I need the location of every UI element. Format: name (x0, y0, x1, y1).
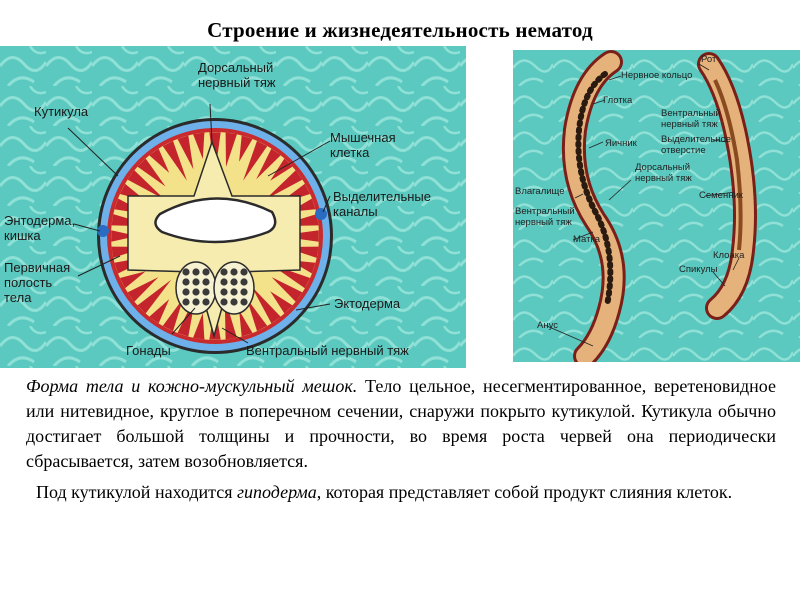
gonad-cell (192, 278, 199, 285)
label-excretory-opening-l2: отверстие (661, 145, 706, 156)
gonad-cell (182, 288, 189, 295)
label-ventral-l1: Вентральный (515, 206, 575, 217)
gonad-cell (240, 288, 247, 295)
gonad-cell (220, 278, 227, 285)
label-primary-l1: Первичная (4, 260, 70, 275)
label-ventral-nerve-l2: нервный тяж (661, 119, 718, 130)
label-gonads: Гонады (126, 343, 171, 358)
gonad-cell (230, 278, 237, 285)
gonad-cell (192, 288, 199, 295)
label-nerve-ring: Нервное кольцо (621, 70, 692, 81)
paragraph-2: Под кутикулой находится гиподерма, котор… (26, 480, 776, 505)
worm-anatomy-illustration: Рот Нервное кольцо Глотка Вентральный не… (513, 50, 800, 362)
gonad-cell (202, 268, 209, 275)
label-anus: Анус (537, 320, 558, 331)
gonad-cell (230, 288, 237, 295)
label-cloaca: Клоака (713, 250, 744, 261)
label-dorsal-l2: нервный тяж (198, 75, 276, 90)
gonad-cell (240, 268, 247, 275)
label-dorsal-nerve-l1: Дорсальный (635, 162, 690, 173)
paragraph-1: Форма тела и кожно-мускульный мешок. Тел… (26, 374, 776, 474)
gonad-cell (230, 298, 237, 305)
label-primary-l2: полость (4, 275, 52, 290)
label-mouth: Рот (701, 54, 716, 65)
cross-section-illustration: Дорсальный нервный тяж Кутикула Мышечная… (0, 46, 466, 368)
label-testis: Семенник (699, 190, 743, 201)
label-cuticle: Кутикула (34, 104, 88, 119)
gonad-cell (202, 288, 209, 295)
page-title: Строение и жизнедеятельность нематод (0, 18, 800, 43)
paragraph-2-italic: гиподерма (237, 482, 317, 502)
label-endoderm-l1: Энтодерма, (4, 213, 75, 228)
gonad-cell (182, 278, 189, 285)
label-dorsal-nerve-l2: нервный тяж (635, 173, 692, 184)
label-endoderm-l2: кишка (4, 228, 41, 243)
gonad-cell (182, 298, 189, 305)
gonad-cell (202, 298, 209, 305)
label-dorsal-l1: Дорсальный (198, 60, 273, 75)
gonad-cell (240, 278, 247, 285)
label-vagina: Влагалище (515, 186, 565, 197)
label-excretory-opening-l1: Выделительное (661, 134, 731, 145)
label-spicules: Спикулы (679, 264, 718, 275)
label-ventral: Вентральный нервный тяж (246, 343, 409, 358)
label-pharynx: Глотка (603, 95, 632, 106)
paragraph-1-italic: Форма тела и кожно-мускульный мешок. (26, 376, 357, 396)
label-primary-l3: тела (4, 290, 31, 305)
gonad-cell (192, 268, 199, 275)
gonad-cell (202, 278, 209, 285)
label-muscle-l1: Мышечная (330, 130, 396, 145)
label-ventral-nerve-l1: Вентральный (661, 108, 721, 119)
gonad-cell (192, 298, 199, 305)
label-muscle-l2: клетка (330, 145, 369, 160)
paragraph-2-end: , которая представляет собой продукт сли… (317, 482, 732, 502)
gonad-cell (220, 288, 227, 295)
label-ectoderm: Эктодерма (334, 296, 400, 311)
paragraph-2-start: Под кутикулой находится (36, 482, 237, 502)
gonad-cell (240, 298, 247, 305)
label-ovary: Яичник (605, 138, 637, 149)
body-text: Форма тела и кожно-мускульный мешок. Тел… (26, 374, 776, 505)
cross-section-drawing (0, 46, 466, 368)
gonad-cell (182, 268, 189, 275)
gonad-cell (220, 298, 227, 305)
label-excretory-l2: каналы (333, 204, 378, 219)
label-ventral-l2: нервный тяж (515, 217, 572, 228)
label-excretory-l1: Выделительные (333, 189, 431, 204)
gonad-cell (220, 268, 227, 275)
gonad-cell (230, 268, 237, 275)
label-uterus: Матка (573, 234, 600, 245)
